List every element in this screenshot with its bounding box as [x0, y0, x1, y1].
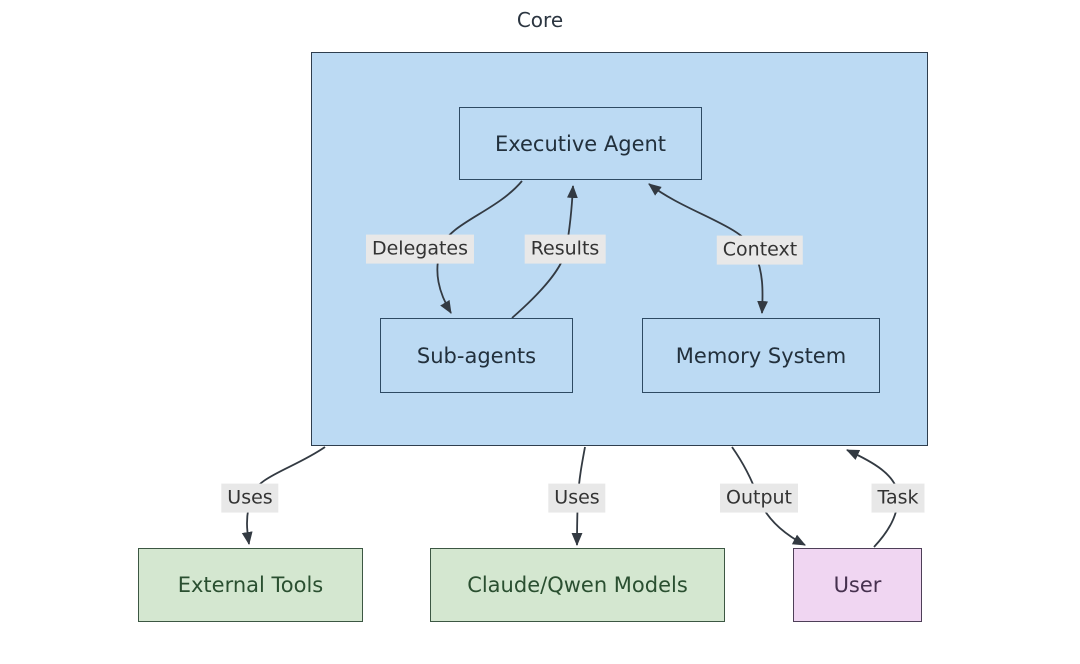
core-cluster-title: Core	[516, 8, 564, 32]
node-sub-agents: Sub-agents	[380, 318, 573, 393]
edge-label-uses-models: Uses	[548, 483, 606, 513]
edge-label-uses-tools: Uses	[221, 483, 279, 513]
edge-label-context: Context	[716, 235, 804, 265]
node-claude-qwen-models: Claude/Qwen Models	[430, 548, 725, 622]
edge-label-results: Results	[524, 234, 606, 264]
edge-label-output: Output	[720, 483, 798, 513]
node-user: User	[793, 548, 922, 622]
node-external-tools: External Tools	[138, 548, 363, 622]
node-sub-agents-label: Sub-agents	[416, 343, 537, 368]
edge-label-task: Task	[871, 483, 925, 513]
node-memory-system-label: Memory System	[675, 343, 847, 368]
node-executive-agent: Executive Agent	[459, 107, 702, 180]
node-external-tools-label: External Tools	[177, 573, 324, 597]
node-user-label: User	[833, 573, 882, 597]
node-claude-qwen-models-label: Claude/Qwen Models	[467, 573, 688, 597]
edge-label-delegates: Delegates	[365, 234, 475, 264]
node-executive-agent-label: Executive Agent	[494, 131, 667, 156]
node-memory-system: Memory System	[642, 318, 880, 393]
